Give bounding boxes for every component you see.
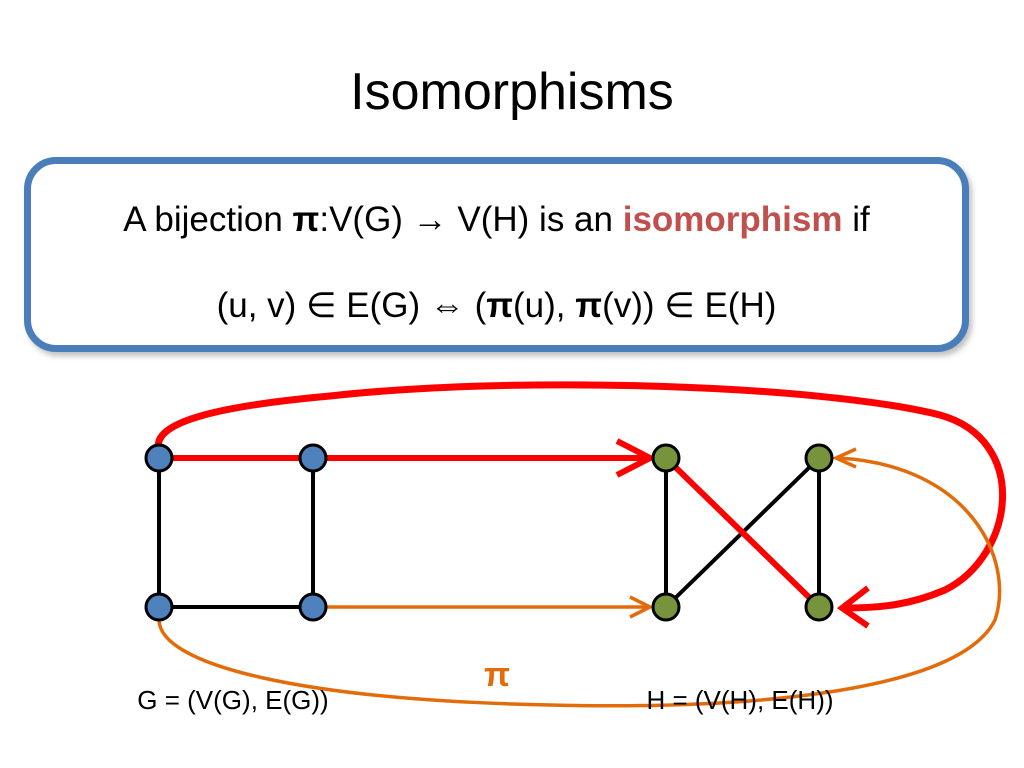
definition-line-2: (u, v) ∈ E(G) ⇔ (π(u), π(v)) ∈ E(H) — [31, 286, 962, 326]
g-vertex-bottom-right — [298, 592, 328, 622]
pi-label: π — [484, 656, 510, 694]
h-vertex-bottom-right — [804, 592, 834, 622]
arrowhead-red-top — [615, 438, 657, 478]
def-condition-pi-2: π — [575, 286, 603, 325]
def-suffix: if — [842, 200, 870, 239]
map-arc-red-big — [154, 381, 1007, 612]
h-vertex-top-left — [651, 443, 681, 473]
h-edge-diag-down — [663, 455, 822, 610]
def-prefix: A bijection — [123, 200, 293, 239]
definition-line-1: A bijection π:V(G) → V(H) is an isomorph… — [31, 200, 962, 240]
page-title: Isomorphisms — [350, 63, 674, 121]
g-vertex-bottom-left — [144, 592, 174, 622]
arrowhead-orange-big — [831, 447, 857, 469]
map-arc-orange-big — [157, 456, 1002, 708]
def-mapping: :V(G) → V(H) is an — [319, 200, 623, 239]
arrowhead-orange-bottom — [629, 595, 654, 619]
def-term-isomorphism: isomorphism — [622, 200, 843, 239]
def-condition-mid: (u), — [513, 286, 576, 325]
h-vertex-top-right — [804, 443, 834, 473]
definition-box: A bijection π:V(G) → V(H) is an isomorph… — [24, 157, 969, 352]
def-condition-pi-1: π — [486, 286, 514, 325]
arrowhead-red-big — [836, 585, 870, 629]
h-label: H = (V(H), E(H)) — [646, 685, 833, 715]
g-label: G = (V(G), E(G)) — [137, 685, 328, 715]
h-vertex-bottom-left — [651, 592, 681, 622]
def-condition-left: (u, v) ∈ E(G) ⇔ ( — [216, 286, 487, 325]
def-pi: π — [292, 200, 320, 239]
def-condition-right: (v)) ∈ E(H) — [602, 286, 777, 325]
g-vertex-top-left — [144, 443, 174, 473]
g-vertex-top-right — [298, 443, 328, 473]
